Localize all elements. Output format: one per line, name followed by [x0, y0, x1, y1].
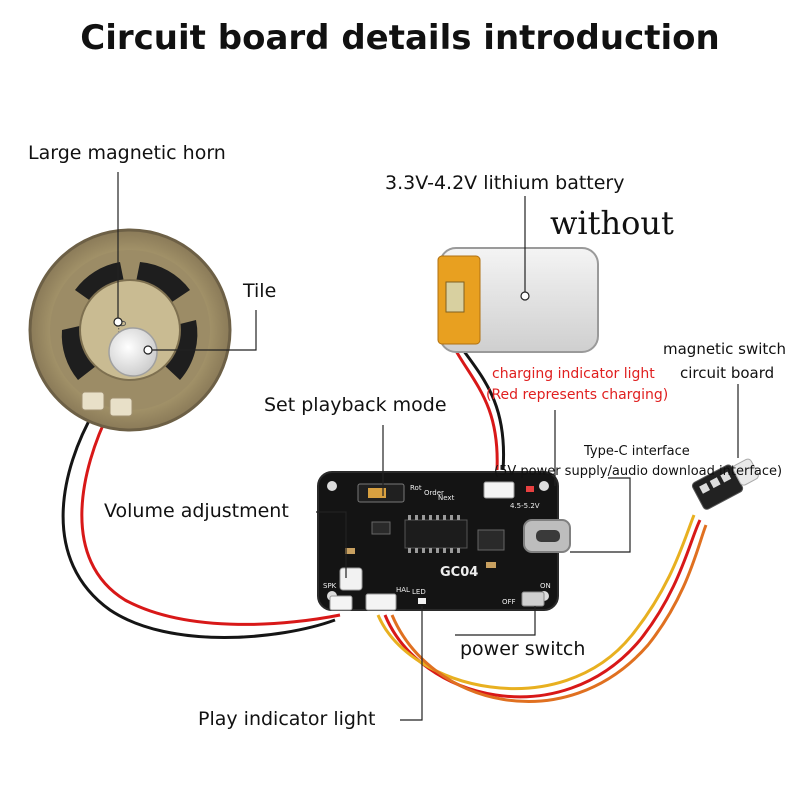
- label-set-playback-mode: Set playback mode: [264, 394, 447, 416]
- label-play-indicator-light: Play indicator light: [198, 708, 376, 730]
- label-volume-adjustment: Volume adjustment: [104, 500, 289, 522]
- board-on: ON: [540, 582, 551, 590]
- leader-tile-dot: [143, 345, 153, 355]
- label-charging-light-line2: (Red represents charging): [486, 387, 669, 403]
- speaker-dust-cap: [108, 327, 158, 377]
- board-spk: SPK: [323, 582, 337, 590]
- leader-typec: [570, 477, 631, 553]
- leader-volume: [316, 511, 347, 578]
- label-without: without: [550, 204, 674, 242]
- label-lithium-battery: 3.3V-4.2V lithium battery: [385, 172, 625, 194]
- leader-battery-dot: [520, 291, 530, 301]
- board-hal: HAL: [396, 586, 410, 594]
- board-mode-rot: Rot: [410, 484, 422, 492]
- lithium-battery: [437, 247, 599, 353]
- label-magnetic-switch-line2: circuit board: [680, 364, 775, 382]
- board-mode-next: Next: [438, 494, 455, 502]
- magnetic-switch-module: [691, 458, 759, 510]
- label-power-switch: power switch: [460, 638, 586, 660]
- page-title: Circuit board details introduction: [80, 18, 720, 58]
- label-typec-line2: (5V power supply/audio download interfac…: [494, 464, 783, 479]
- label-tile: Tile: [243, 280, 277, 302]
- battery-wires: [448, 339, 506, 471]
- circuit-board: [317, 471, 571, 611]
- label-magnetic-switch-line1: magnetic switch: [663, 340, 787, 358]
- leader-speaker-dot: [113, 317, 123, 327]
- label-large-magnetic-horn: Large magnetic horn: [28, 142, 226, 164]
- label-typec-line1: Type-C interface: [584, 444, 690, 459]
- leader-tile: [152, 310, 257, 351]
- speaker-wires: [61, 409, 341, 639]
- board-mode-order: Order: [424, 489, 444, 497]
- board-off: OFF: [502, 598, 516, 606]
- leader-play-light: [400, 606, 423, 721]
- label-charging-light-line1: charging indicator light: [492, 366, 655, 382]
- board-led: LED: [412, 588, 426, 596]
- board-model: GC04: [440, 565, 478, 580]
- board-voltage: 4.5-5.2V: [510, 502, 540, 510]
- speaker: 0.5W: [28, 228, 232, 432]
- leader-power-switch: [455, 606, 536, 636]
